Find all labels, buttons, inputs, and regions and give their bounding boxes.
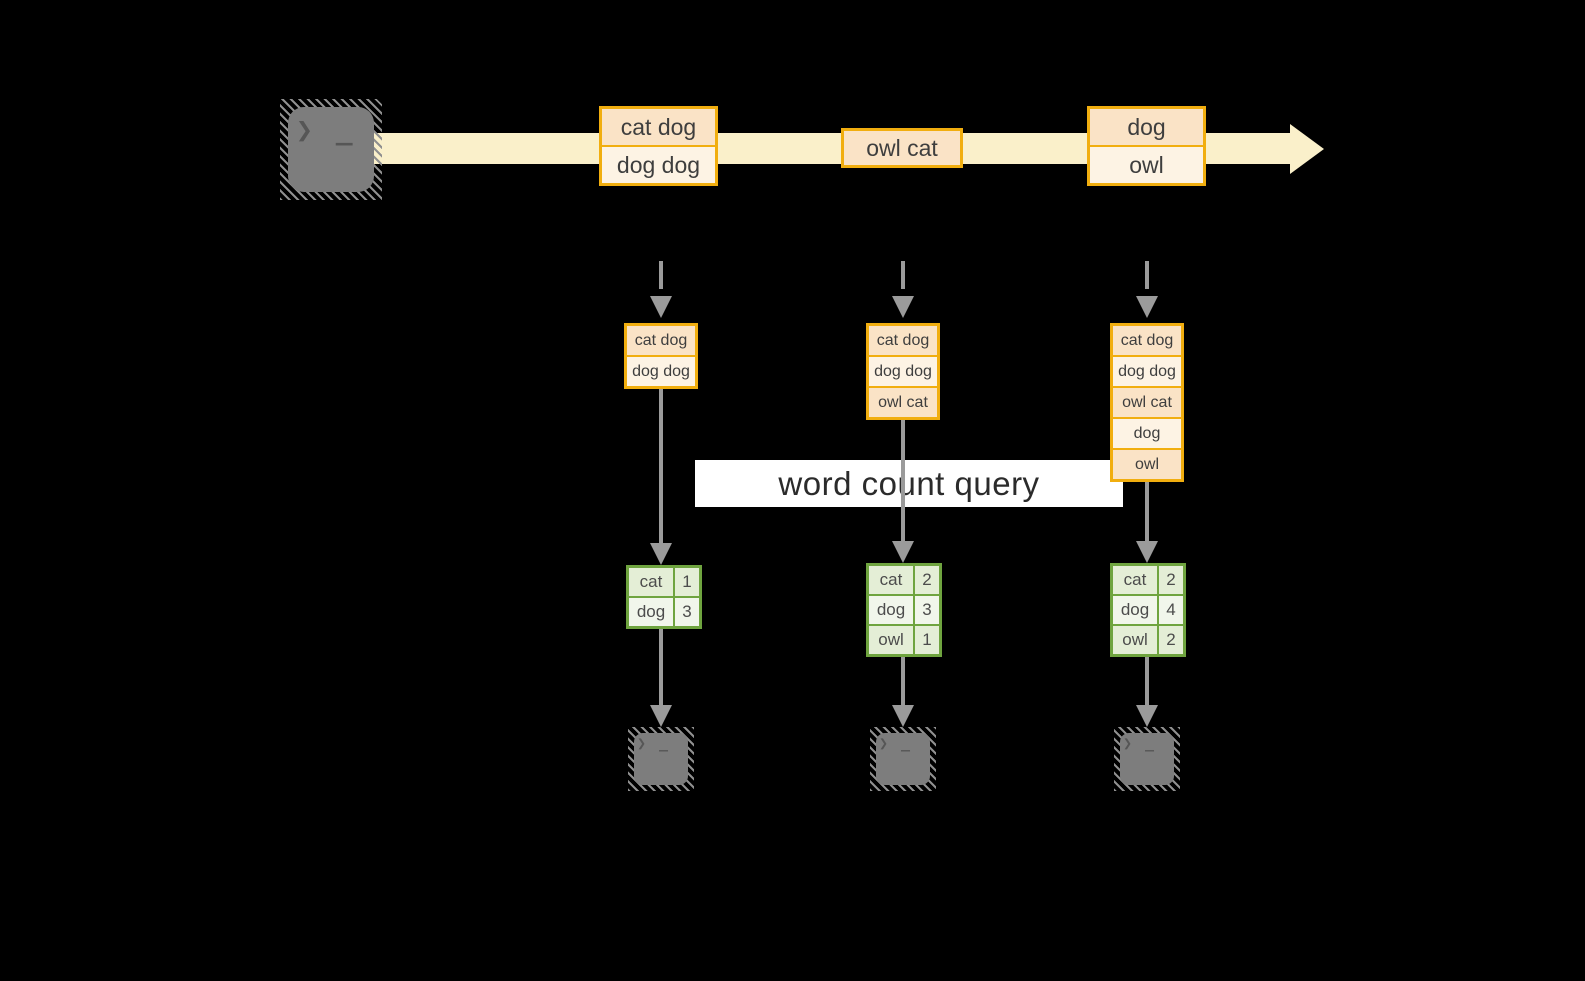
counts-table-3: cat 2 dog 4 owl 2 [1110, 563, 1186, 657]
word-cell: cat [869, 566, 915, 594]
state-buffer-2: cat dog dog dog owl cat [866, 323, 940, 420]
state-cell: cat dog [1113, 326, 1181, 355]
terminal-prompt-icon: ❯ _ [1123, 734, 1157, 752]
table-row: dog 3 [869, 594, 939, 624]
flow-line [901, 657, 905, 707]
dashed-arrow-head [650, 296, 672, 318]
counts-table-1: cat 1 dog 3 [626, 565, 702, 629]
flow-arrow-head [1136, 705, 1158, 727]
count-cell: 2 [915, 566, 939, 594]
terminal-screen [1120, 733, 1174, 785]
dashed-arrow-line [1145, 261, 1149, 289]
state-cell: owl [1113, 448, 1181, 479]
stream-batch-1: cat dog dog dog [599, 106, 718, 186]
count-cell: 1 [915, 626, 939, 654]
flow-arrow-head [650, 705, 672, 727]
output-terminal-icon: ❯ _ [870, 727, 936, 791]
state-cell: cat dog [627, 326, 695, 355]
terminal-prompt-icon: ❯ _ [879, 734, 913, 752]
table-row: cat 1 [629, 568, 699, 596]
dashed-arrow-line [901, 261, 905, 289]
producer-terminal-icon: ❯ _ [280, 99, 382, 200]
count-cell: 3 [915, 596, 939, 624]
word-cell: owl [869, 626, 915, 654]
count-cell: 2 [1159, 626, 1183, 654]
state-cell: dog [1113, 417, 1181, 448]
dashed-arrow-line [659, 261, 663, 289]
word-cell: cat [629, 568, 675, 596]
state-buffer-1: cat dog dog dog [624, 323, 698, 389]
stream-arrow-head [1290, 124, 1324, 174]
stream-batch-line: dog dog [602, 145, 715, 183]
dashed-arrow-head [1136, 296, 1158, 318]
word-cell: owl [1113, 626, 1159, 654]
output-terminal-icon: ❯ _ [1114, 727, 1180, 791]
state-cell: dog dog [627, 355, 695, 386]
flow-line [659, 389, 663, 545]
word-cell: cat [1113, 566, 1159, 594]
stream-batch-line: cat dog [602, 109, 715, 145]
terminal-screen [288, 107, 374, 192]
flow-arrow-head [1136, 541, 1158, 563]
terminal-prompt-icon: ❯ _ [296, 113, 356, 146]
table-row: cat 2 [1113, 566, 1183, 594]
stream-batch-3: dog owl [1087, 106, 1206, 186]
state-cell: dog dog [869, 355, 937, 386]
count-cell: 2 [1159, 566, 1183, 594]
flow-arrow-head [892, 541, 914, 563]
word-cell: dog [869, 596, 915, 624]
state-cell: cat dog [869, 326, 937, 355]
state-cell: dog dog [1113, 355, 1181, 386]
count-cell: 1 [675, 568, 699, 596]
state-cell: owl cat [869, 386, 937, 417]
stream-batch-line: dog [1090, 109, 1203, 145]
flow-arrow-head [650, 543, 672, 565]
table-row: dog 4 [1113, 594, 1183, 624]
counts-table-2: cat 2 dog 3 owl 1 [866, 563, 942, 657]
terminal-screen [876, 733, 930, 785]
stream-batch-line: owl cat [844, 131, 960, 165]
count-cell: 3 [675, 598, 699, 626]
word-cell: dog [1113, 596, 1159, 624]
flow-line [1145, 657, 1149, 707]
flow-line [1145, 482, 1149, 543]
table-row: dog 3 [629, 596, 699, 626]
flow-arrow-head [892, 705, 914, 727]
terminal-prompt-icon: ❯ _ [637, 734, 671, 752]
flow-line [659, 629, 663, 707]
word-cell: dog [629, 598, 675, 626]
output-terminal-icon: ❯ _ [628, 727, 694, 791]
stream-batch-line: owl [1090, 145, 1203, 183]
stream-batch-2: owl cat [841, 128, 963, 168]
flow-line [901, 420, 905, 543]
state-buffer-3: cat dog dog dog owl cat dog owl [1110, 323, 1184, 482]
terminal-screen [634, 733, 688, 785]
dashed-arrow-head [892, 296, 914, 318]
state-cell: owl cat [1113, 386, 1181, 417]
table-row: cat 2 [869, 566, 939, 594]
table-row: owl 1 [869, 624, 939, 654]
word-count-query-label: word count query [695, 460, 1123, 507]
table-row: owl 2 [1113, 624, 1183, 654]
count-cell: 4 [1159, 596, 1183, 624]
